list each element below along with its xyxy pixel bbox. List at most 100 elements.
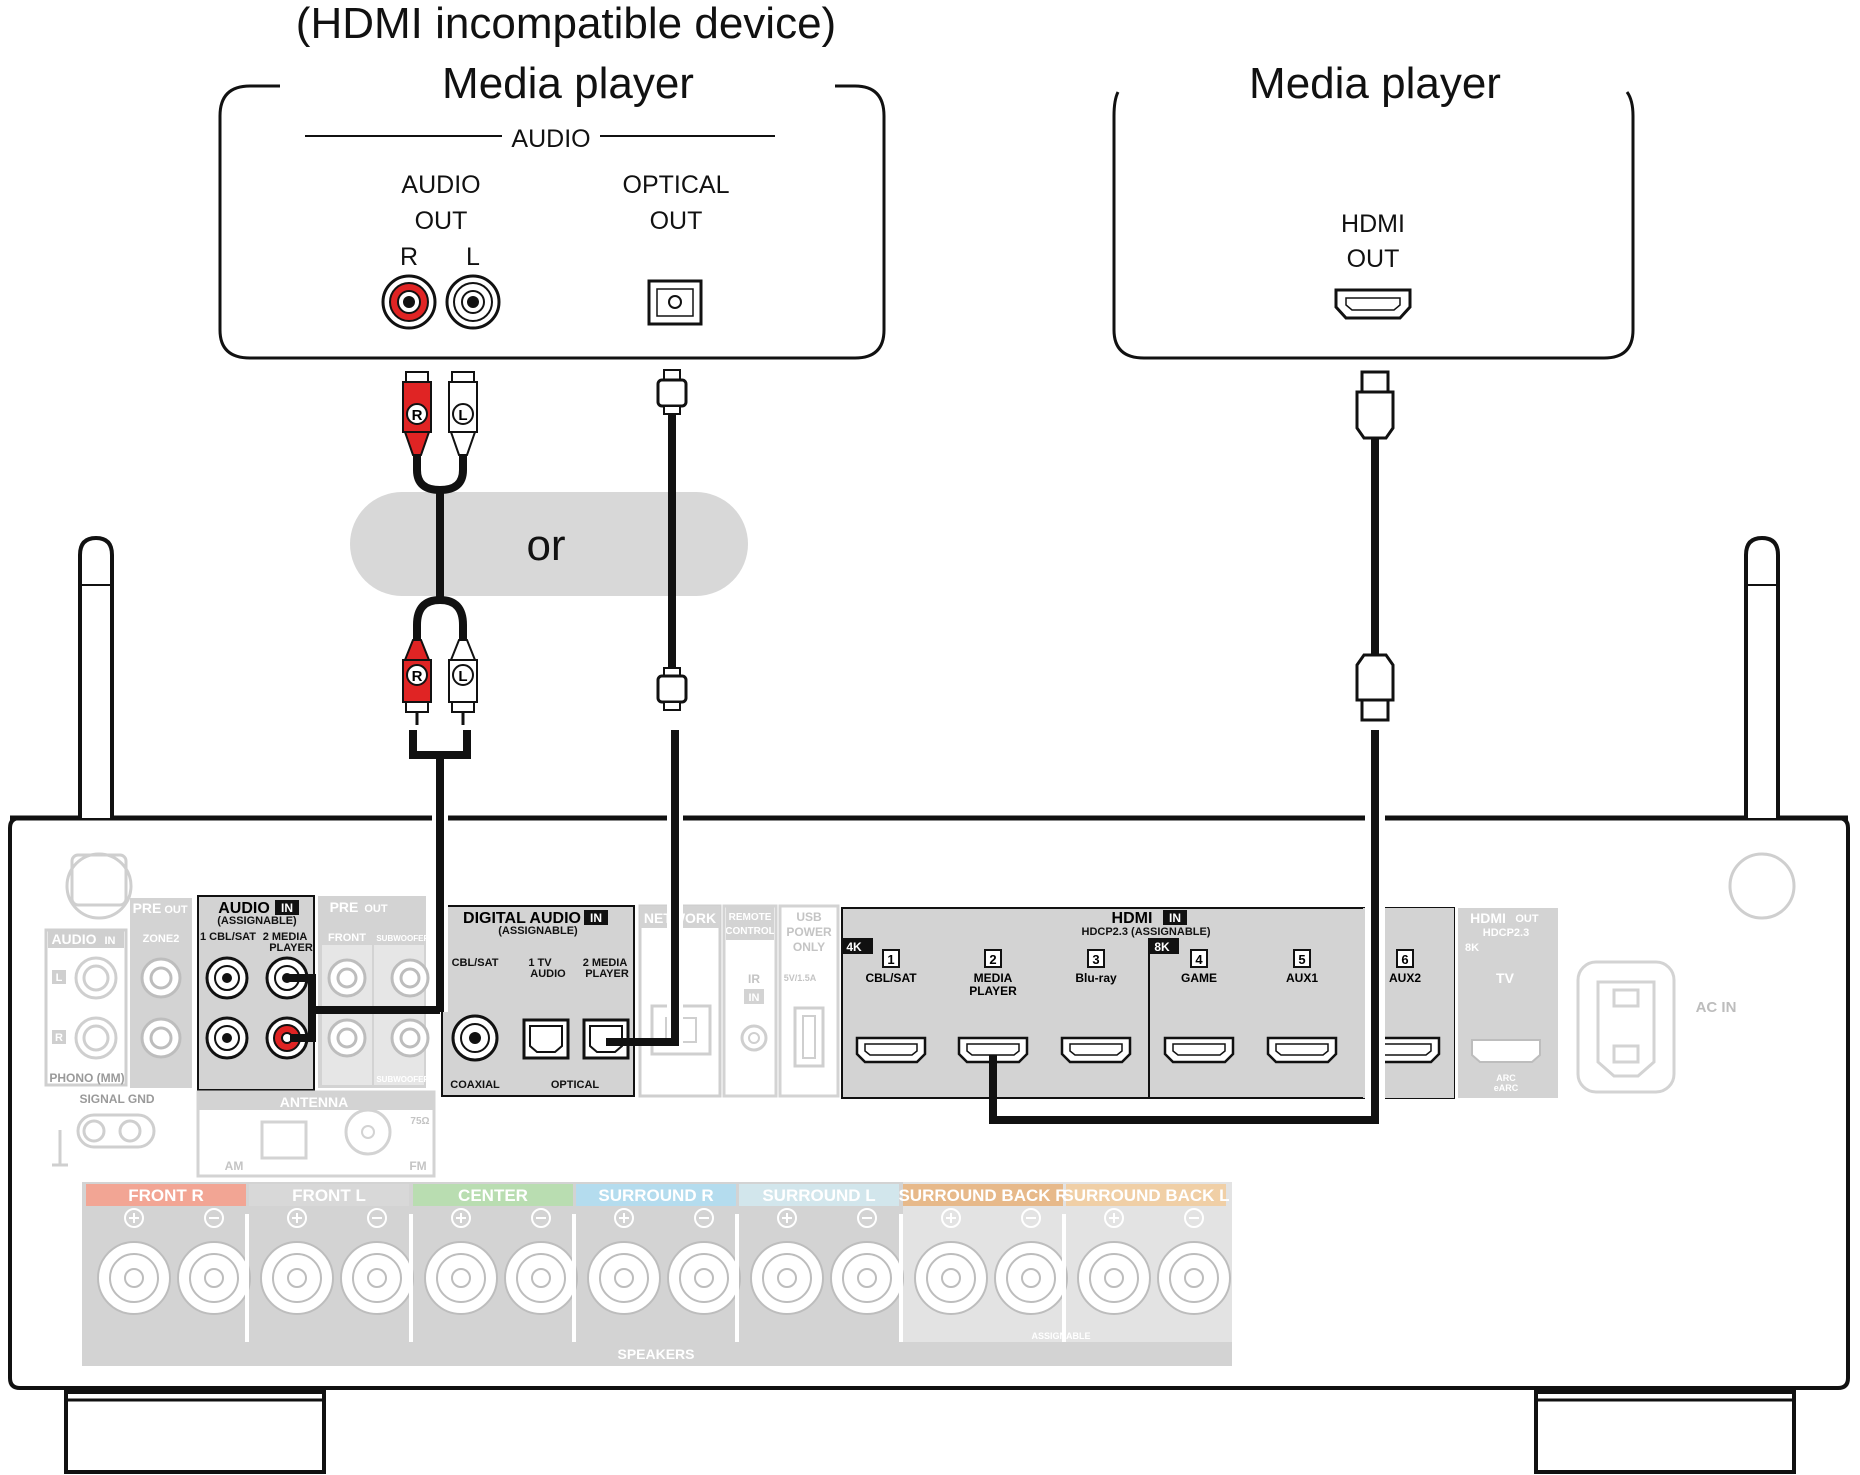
hdmi-input-label: GAME [1181, 971, 1217, 985]
audio-in-col1: 1 CBL/SAT [200, 931, 256, 943]
hdmi-in-panel: HDMI IN HDCP2.3 (ASSIGNABLE) 4K 8K 1CBL/… [841, 907, 1455, 1099]
speaker-channel-label: SURROUND L [762, 1186, 875, 1205]
audio-out-label: AUDIO [401, 171, 480, 199]
hdmi-out-badge: OUT [1515, 913, 1539, 925]
device-title: Media player [1249, 59, 1501, 108]
hdmi-tag-4k: 4K [846, 940, 862, 954]
audio-in-sub: (ASSIGNABLE) [217, 915, 297, 927]
r-label: R [400, 243, 418, 271]
minus-sign-icon [694, 1208, 714, 1228]
optical-out-label: OPTICAL [623, 171, 730, 199]
hdmi-input-port-inner [966, 1043, 1020, 1056]
speaker-channel-header [739, 1184, 899, 1206]
hdmi-in-title: HDMI [1112, 910, 1153, 927]
remote-label-1: REMOTE [729, 912, 772, 923]
signal-gnd-label: SIGNAL GND [79, 1092, 154, 1106]
optical-jack [647, 279, 703, 326]
speaker-channel: CENTER [409, 1184, 578, 1342]
digital-title: DIGITAL AUDIO [463, 910, 581, 927]
speaker-channel: FRONT R [86, 1184, 251, 1315]
phono-badge: IN [105, 935, 116, 947]
minus-sign-icon [1184, 1208, 1204, 1228]
phono-title: AUDIO [51, 931, 96, 947]
plus-sign-icon [1104, 1208, 1124, 1228]
speaker-terminal-hole [451, 1268, 471, 1288]
hdmi-plug-top [1355, 370, 1395, 440]
usb-label-4: 5V/1.5A [784, 973, 817, 983]
hdmi-input-number: 2 [989, 952, 996, 967]
audio-in-phono-panel: AUDIO IN L R PHONO (MM) SIGNAL GND [44, 928, 156, 1167]
hdmi-plug-bottom [1355, 653, 1395, 722]
hdmi-input-port [1060, 1036, 1132, 1064]
audio-group-label: AUDIO [511, 125, 590, 153]
antenna-ohm: 75Ω [410, 1116, 429, 1127]
or-separator: or [350, 492, 748, 596]
hdmi-input-number-box [882, 949, 900, 968]
rca-jack-l [445, 274, 501, 330]
minus-sign-icon [531, 1208, 551, 1228]
usb-label-2: POWER [786, 925, 832, 939]
zone-out: OUT [164, 904, 188, 916]
zone2-label: ZONE2 [143, 933, 180, 945]
pre-sub1: SUBWOOFER1 [376, 934, 434, 943]
hdmi-input-label: AUX2 [1389, 971, 1421, 985]
speaker-channel-label: FRONT L [292, 1186, 366, 1205]
audio-in-badge: IN [281, 901, 293, 915]
hdmi-out-port [1334, 288, 1412, 320]
usb-label-3: ONLY [793, 940, 825, 954]
hdmi-input-number-box [1293, 949, 1311, 968]
hdmi-input-label: AUX1 [1286, 971, 1318, 985]
pre-out-zone2-panel: PRE OUT ZONE2 [130, 898, 192, 1088]
speaker-terminal-hole [941, 1268, 961, 1288]
hdmi-input-number-box [984, 949, 1002, 968]
pre-right-pre: PRE [330, 899, 359, 915]
ac-in-inlet: AC IN [1576, 960, 1737, 1094]
digital-tv-2: AUDIO [530, 968, 566, 980]
hdmi-input-port-inner [864, 1043, 918, 1056]
speaker-channel-label: SURROUND BACK L [1062, 1186, 1229, 1205]
hdmi-input-label: MEDIA [974, 971, 1013, 985]
digital-tv-1: 1 TV [528, 957, 552, 969]
rca-in-1-r [205, 1016, 249, 1060]
plug-l-letter-bottom: L [458, 668, 467, 685]
remote-control-panel: REMOTE CONTROL IR IN [722, 904, 778, 1098]
cable-overlays [290, 730, 1385, 1124]
plug-l-letter: L [458, 407, 467, 424]
antenna-fm: FM [409, 1159, 426, 1173]
audio-out-label-2: OUT [415, 207, 468, 235]
hdmi-incompatible-media-player: (HDMI incompatible device) Media player … [218, 0, 886, 360]
hdmi-input-number: 6 [1401, 952, 1408, 967]
plug-r-letter: R [412, 407, 423, 424]
hdmi-out-sub: HDCP2.3 [1483, 927, 1529, 939]
speaker-channel: FRONT L [245, 1184, 414, 1342]
usb-label-1: USB [796, 910, 822, 924]
ir-label-1: IR [748, 972, 760, 986]
digital-mp-1: 2 MEDIA [583, 957, 628, 969]
speaker-terminal-hole [1184, 1268, 1204, 1288]
minus-sign-icon [367, 1208, 387, 1228]
rca-plug-r-top: R [402, 371, 432, 456]
or-label: or [526, 521, 565, 570]
hdmi-input-label: CBL/SAT [865, 971, 917, 985]
ac-in-label: AC IN [1696, 999, 1737, 1016]
speaker-terminal-hole [531, 1268, 551, 1288]
remote-label-2: CONTROL [725, 926, 774, 937]
hdmi-tag-8k: 8K [1154, 940, 1170, 954]
plus-sign-icon [777, 1208, 797, 1228]
rca-jack-r [381, 274, 437, 330]
device-outline [218, 84, 886, 360]
hdmi-input-port-inner [1069, 1043, 1123, 1056]
hdmi-out-tag: 8K [1465, 942, 1479, 954]
digital-sub: (ASSIGNABLE) [498, 925, 578, 937]
coaxial-jack [451, 1014, 499, 1062]
optical-label: OPTICAL [551, 1079, 600, 1091]
speaker-channel: SURROUND R [572, 1184, 741, 1342]
antenna-title: ANTENNA [280, 1094, 348, 1110]
speaker-channel-label: SURROUND BACK R [898, 1186, 1067, 1205]
right-antenna [1728, 535, 1796, 920]
antenna-panel: ANTENNA AM FM 75Ω [196, 1090, 436, 1178]
plug-r-letter-bottom: R [412, 668, 423, 685]
